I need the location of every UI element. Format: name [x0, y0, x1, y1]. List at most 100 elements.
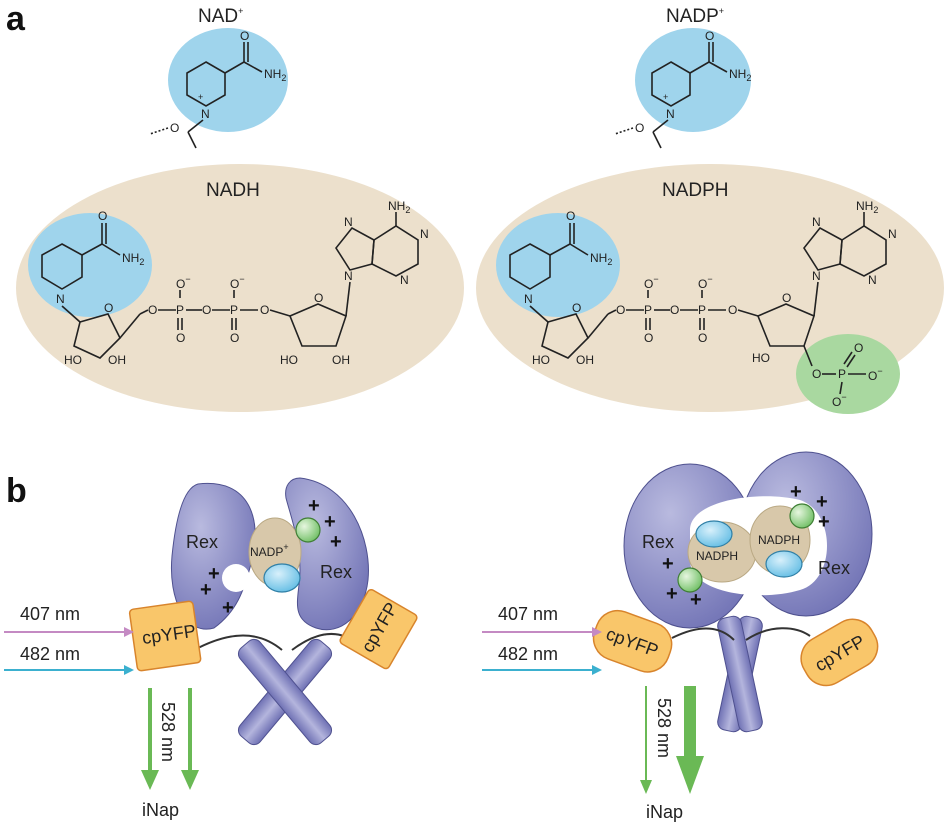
svg-text:P: P — [176, 303, 184, 317]
cpyfp-right: cpYFP — [339, 589, 418, 670]
svg-text:O: O — [705, 29, 714, 43]
svg-text:+: + — [198, 92, 203, 102]
svg-text:+: + — [324, 511, 336, 533]
inap-sensor-nadp-bound: Rex + + + Rex + + + NADP+ cpYFP cpYFP 40… — [4, 477, 418, 820]
svg-text:N: N — [56, 292, 65, 306]
svg-text:N: N — [868, 273, 877, 287]
amide-label: NH2 — [264, 67, 286, 83]
svg-text:O: O — [170, 121, 179, 135]
inap-label-right: iNap — [646, 802, 683, 822]
svg-text:N: N — [666, 107, 675, 121]
svg-text:O: O — [202, 303, 211, 317]
svg-text:O−: O− — [868, 366, 883, 383]
rex-right-closed-label: Rex — [818, 558, 850, 578]
svg-text:N: N — [524, 292, 533, 306]
emission-528-label-right: 528 nm — [654, 698, 674, 758]
rex-right-label: Rex — [320, 562, 352, 582]
rex-left-closed-label: Rex — [642, 532, 674, 552]
svg-text:O: O — [176, 331, 185, 345]
svg-text:O: O — [728, 303, 737, 317]
svg-text:O: O — [616, 303, 625, 317]
inap-sensor-nadph-bound: Rex Rex + + + + + + NADPH NADPH cpYFP cp… — [482, 451, 879, 822]
svg-text:O−: O− — [230, 274, 245, 291]
svg-text:O: O — [566, 209, 575, 223]
svg-text:P: P — [644, 303, 652, 317]
nadp-plus-structure: NADP+ O NH2 N + O — [614, 6, 751, 149]
svg-text:+: + — [308, 495, 320, 517]
svg-text:HO: HO — [64, 353, 82, 367]
svg-text:N: N — [888, 227, 897, 241]
nicotinamide-highlight-2 — [635, 28, 751, 132]
svg-text:NH2: NH2 — [729, 67, 751, 83]
svg-text:O: O — [782, 291, 791, 305]
svg-text:O: O — [670, 303, 679, 317]
svg-text:O: O — [240, 29, 249, 43]
svg-text:+: + — [662, 553, 674, 575]
svg-text:+: + — [690, 589, 702, 611]
svg-text:N: N — [344, 215, 353, 229]
nadph-title: NADPH — [662, 180, 729, 201]
svg-text:O: O — [148, 303, 157, 317]
nad-plus-title: NAD+ — [198, 6, 243, 27]
cpyfp-left: cpYFP — [128, 600, 202, 672]
svg-text:O: O — [572, 301, 581, 315]
nicotinamide-ball — [263, 563, 301, 593]
svg-text:+: + — [222, 597, 234, 619]
phosphate-ball — [295, 517, 321, 543]
svg-text:P: P — [230, 303, 238, 317]
svg-text:O: O — [698, 331, 707, 345]
linker-helix-2 — [237, 638, 333, 746]
svg-text:N: N — [344, 269, 353, 283]
svg-text:O: O — [854, 341, 863, 355]
excitation-482-label-right: 482 nm — [498, 644, 558, 664]
svg-text:+: + — [816, 491, 828, 513]
svg-text:+: + — [663, 92, 668, 102]
svg-text:O: O — [104, 301, 113, 315]
linker-helix-4 — [717, 615, 763, 733]
svg-text:O−: O− — [832, 392, 847, 409]
svg-text:+: + — [790, 481, 802, 503]
svg-text:N: N — [420, 227, 429, 241]
panel-label-a: a — [6, 0, 26, 38]
svg-text:O: O — [635, 121, 644, 135]
svg-text:O: O — [314, 291, 323, 305]
svg-text:NH2: NH2 — [122, 251, 144, 267]
svg-text:HO: HO — [280, 353, 298, 367]
nad-plus-structure: NAD+ O NH2 N + O — [149, 6, 288, 149]
svg-text:N: N — [400, 273, 409, 287]
svg-text:O: O — [812, 367, 821, 381]
svg-text:O−: O− — [644, 274, 659, 291]
svg-text:+: + — [200, 579, 212, 601]
svg-text:NH2: NH2 — [388, 199, 410, 215]
nadph-ligand-left-label: NADPH — [696, 549, 738, 563]
rex-right — [285, 477, 369, 631]
svg-text:N: N — [812, 269, 821, 283]
svg-text:O: O — [230, 331, 239, 345]
svg-text:NH2: NH2 — [590, 251, 612, 267]
svg-text:HO: HO — [752, 351, 770, 365]
svg-text:OH: OH — [108, 353, 126, 367]
svg-text:HO: HO — [532, 353, 550, 367]
svg-text:O: O — [644, 331, 653, 345]
excitation-482-label-left: 482 nm — [20, 644, 80, 664]
excitation-407-label-left: 407 nm — [20, 604, 80, 624]
svg-text:O−: O− — [698, 274, 713, 291]
nadh-structure: NADH O NH2 N O HO OH O P O− O O P O− — [16, 164, 464, 412]
svg-text:N: N — [812, 215, 821, 229]
rex-left-label: Rex — [186, 532, 218, 552]
svg-text:OH: OH — [332, 353, 350, 367]
inap-label-left: iNap — [142, 800, 179, 820]
nadph-ligand-right-label: NADPH — [758, 533, 800, 547]
svg-text:P: P — [698, 303, 706, 317]
nicotinamide-highlight — [168, 28, 288, 132]
svg-text:O: O — [98, 209, 107, 223]
emission-528-label-left: 528 nm — [158, 702, 178, 762]
svg-text:+: + — [208, 563, 220, 585]
svg-text:O−: O− — [176, 274, 191, 291]
svg-text:N: N — [201, 107, 210, 121]
rex-left — [170, 482, 256, 630]
svg-text:OH: OH — [576, 353, 594, 367]
panel-label-b: b — [6, 472, 27, 510]
svg-text:+: + — [666, 583, 678, 605]
